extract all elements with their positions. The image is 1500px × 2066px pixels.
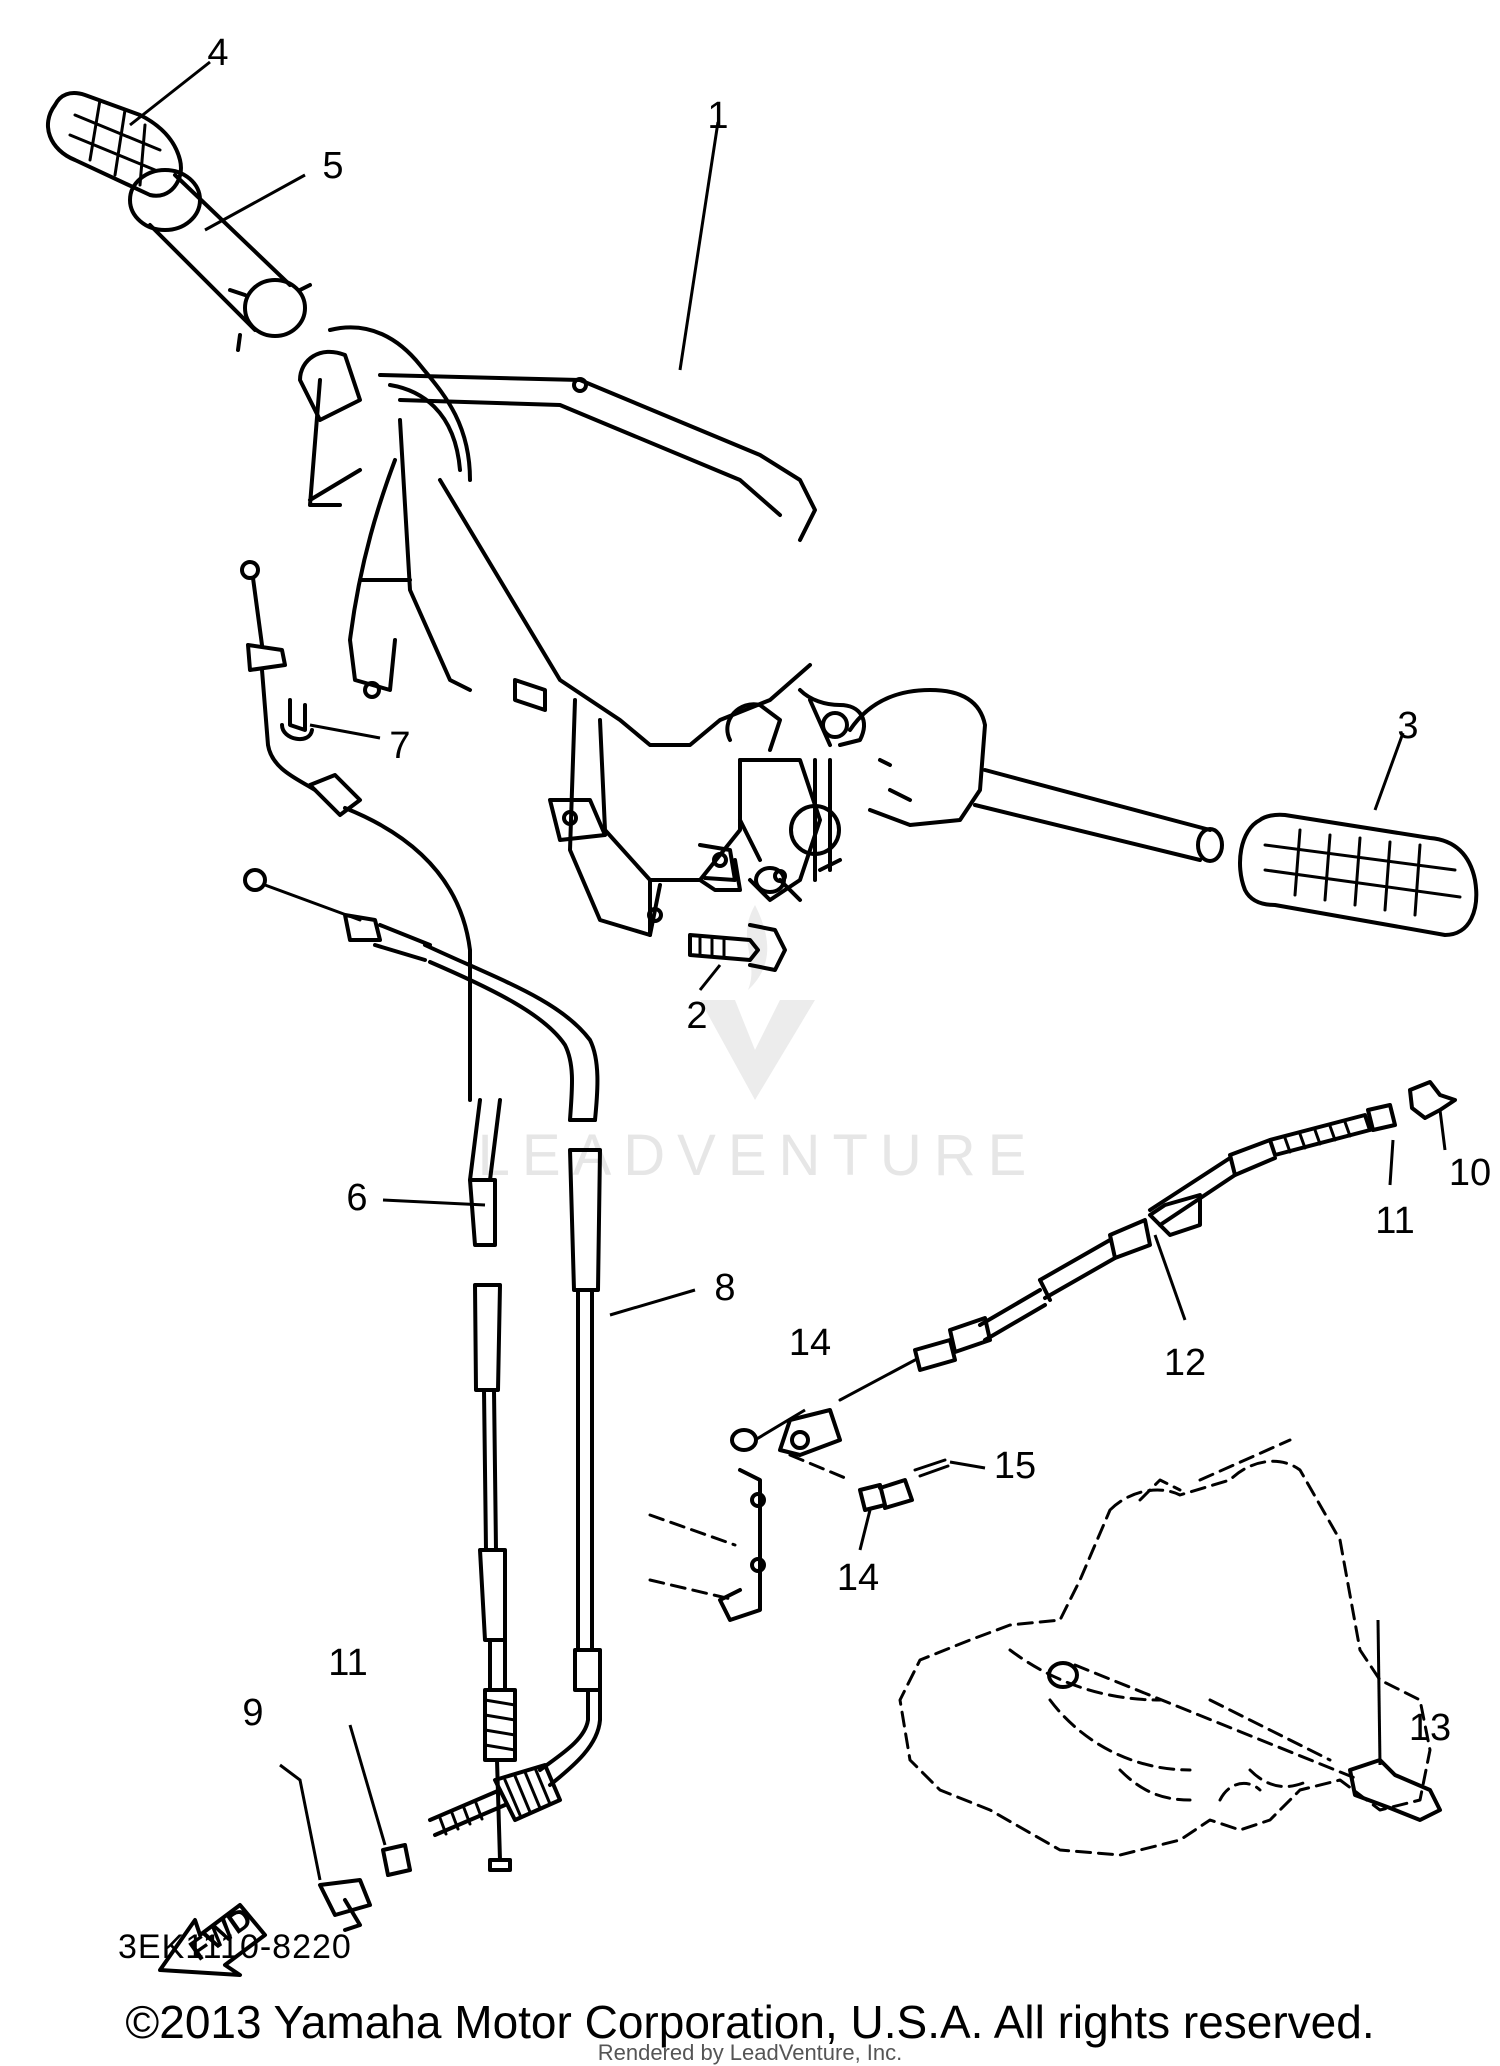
callout-8: 8	[714, 1267, 735, 1309]
leader-lines	[129, 60, 1447, 1881]
collar-11-lower[interactable]	[381, 1843, 412, 1877]
callout-6: 6	[346, 1177, 367, 1219]
screw-7[interactable]	[280, 698, 314, 741]
callout-7: 7	[389, 725, 410, 767]
flange-bolt[interactable]	[688, 923, 787, 972]
watermark-text: LEADVENTURE	[478, 1123, 1039, 1188]
cotter-pin-16[interactable]	[913, 1458, 950, 1478]
rear-brake-cable[interactable]	[838, 1113, 1372, 1402]
clevis-pin-14[interactable]	[858, 1478, 914, 1512]
callout-9: 9	[242, 1692, 263, 1734]
wing-nut-10[interactable]	[1408, 1080, 1457, 1120]
callout-2: 2	[686, 995, 707, 1037]
callout-1: 1	[707, 95, 728, 137]
callout-15: 14	[789, 1322, 831, 1364]
callout-10: 10	[1449, 1152, 1491, 1194]
callout-14: 14	[837, 1557, 879, 1599]
callout-16: 15	[994, 1445, 1036, 1487]
callout-3: 3	[1397, 705, 1418, 747]
diagram-code: 3EK1110-8220	[118, 1928, 352, 1966]
callout-11-upper: 11	[1375, 1200, 1414, 1242]
left-grip[interactable]	[45, 91, 183, 198]
washer-15[interactable]	[730, 1428, 758, 1452]
rendered-by-notice: Rendered by LeadVenture, Inc.	[597, 2040, 903, 2065]
callout-13: 13	[1409, 1707, 1451, 1749]
wing-nut-9[interactable]	[318, 1878, 372, 1932]
cable-clip-13[interactable]	[1073, 1663, 1442, 1822]
brake-cable[interactable]	[243, 868, 602, 1837]
handlebar-frame[interactable]	[298, 325, 1224, 937]
callout-5: 5	[322, 145, 343, 187]
callout-numbers: 4 5 1 3 2 7 6 8 14 12 11 10 15 14 13 11 …	[207, 32, 1491, 1749]
clevis-joint[interactable]	[648, 1408, 852, 1622]
engine-outline	[898, 1438, 1432, 1857]
throttle-cable[interactable]	[240, 560, 517, 1872]
callout-11-lower: 11	[328, 1642, 367, 1684]
right-grip[interactable]	[1238, 812, 1479, 937]
throttle-grip-tube[interactable]	[128, 168, 312, 352]
callout-4: 4	[207, 32, 228, 74]
copyright-notice: ©2013 Yamaha Motor Corporation, U.S.A. A…	[125, 1996, 1375, 2048]
callout-12: 12	[1164, 1342, 1206, 1384]
collar-11-upper[interactable]	[1366, 1103, 1397, 1132]
